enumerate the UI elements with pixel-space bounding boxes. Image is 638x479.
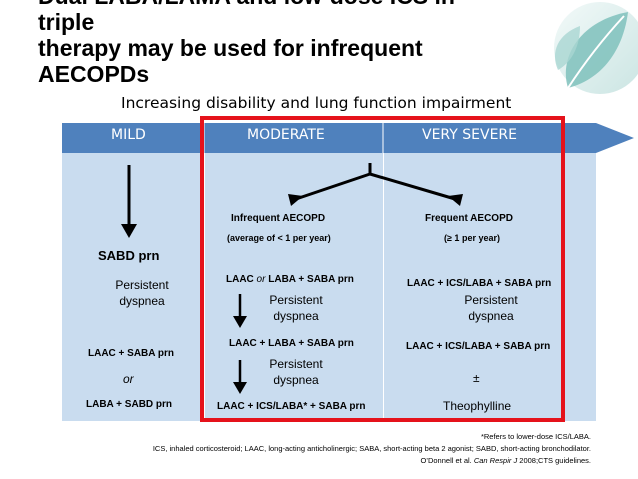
very-severe-step-1: LAAC + ICS/LABA + SABA prn xyxy=(407,278,552,289)
moderate-step-2: LAAC + LABA + SABA prn xyxy=(229,338,354,349)
moderate-down-arrow-2 xyxy=(233,360,247,394)
very-severe-subheading: (≥ 1 per year) xyxy=(444,233,500,243)
mild-option-1: LAAC + SABA prn xyxy=(88,348,175,359)
citation-year: 2008;CTS guidelines. xyxy=(517,456,591,465)
title-line: Dual LABA/LAMA and low-dose ICS in xyxy=(38,0,538,9)
split-arrow xyxy=(288,163,463,206)
plus-minus-sign: ± xyxy=(473,371,480,385)
slide-title: Dual LABA/LAMA and low-dose ICS in tripl… xyxy=(38,0,538,87)
mild-down-arrow xyxy=(121,165,137,238)
moderate-subheading: (average of < 1 per year) xyxy=(227,233,331,243)
stage-label-very-severe: VERY SEVERE xyxy=(422,127,517,143)
leaf-logo-icon xyxy=(554,2,638,94)
very-severe-step-2: LAAC + ICS/LABA + SABA prn xyxy=(406,341,551,352)
moderate-dyspnea-text: dyspnea xyxy=(273,309,319,323)
mild-dyspnea-text: dyspnea xyxy=(119,294,165,308)
subtitle: Increasing disability and lung function … xyxy=(121,94,512,112)
mild-sabd: SABD prn xyxy=(98,248,160,263)
moderate-dyspnea-text: dyspnea xyxy=(273,373,319,387)
title-line: AECOPDs xyxy=(38,61,150,87)
very-severe-heading: Frequent AECOPD xyxy=(425,213,513,224)
footnote-citation: O’Donnell et al. Can Respir J 2008;CTS g… xyxy=(420,456,591,465)
title-line: therapy may be used for infrequent xyxy=(38,35,423,61)
highlight-box xyxy=(200,116,565,422)
footnote-refers: *Refers to lower-dose ICS/LABA. xyxy=(480,432,591,441)
moderate-persistent-2: Persistent dyspnea xyxy=(264,357,328,387)
very-severe-step-3: Theophylline xyxy=(443,399,512,413)
mild-persistent-text: Persistent xyxy=(115,278,169,292)
moderate-step-1-b: LABA + SABA prn xyxy=(268,274,354,285)
moderate-down-arrow-1 xyxy=(233,294,247,328)
mild-or: or xyxy=(123,372,134,386)
very-severe-dyspnea-text: dyspnea xyxy=(468,309,514,323)
moderate-persistent-text: Persistent xyxy=(269,293,323,307)
citation-journal: Can Respir J xyxy=(473,456,518,465)
mild-persistent: Persistent dyspnea xyxy=(112,278,172,308)
column-divider xyxy=(383,141,384,421)
title-line: triple xyxy=(38,9,95,35)
moderate-step-1-a: LAAC xyxy=(226,274,254,285)
footnote-abbreviations: ICS, inhaled corticosteroid; LAAC, long-… xyxy=(152,444,591,453)
moderate-step-1: LAAC or LABA + SABA prn xyxy=(226,274,354,285)
moderate-heading: Infrequent AECOPD xyxy=(231,213,326,224)
citation-authors: O’Donnell et al. xyxy=(420,456,474,465)
moderate-persistent-1: Persistent dyspnea xyxy=(264,293,328,323)
moderate-step-3: LAAC + ICS/LABA* + SABA prn xyxy=(217,401,366,412)
moderate-persistent-text: Persistent xyxy=(269,357,323,371)
stage-label-moderate: MODERATE xyxy=(247,127,325,143)
mild-option-2: LABA + SABD prn xyxy=(86,399,173,410)
column-divider xyxy=(204,141,205,421)
very-severe-persistent: Persistent dyspnea xyxy=(459,293,523,323)
severity-arrow-bar xyxy=(62,123,634,153)
very-severe-persistent-text: Persistent xyxy=(464,293,518,307)
stage-label-mild: MILD xyxy=(111,127,146,143)
moderate-step-1-or: or xyxy=(253,274,269,285)
